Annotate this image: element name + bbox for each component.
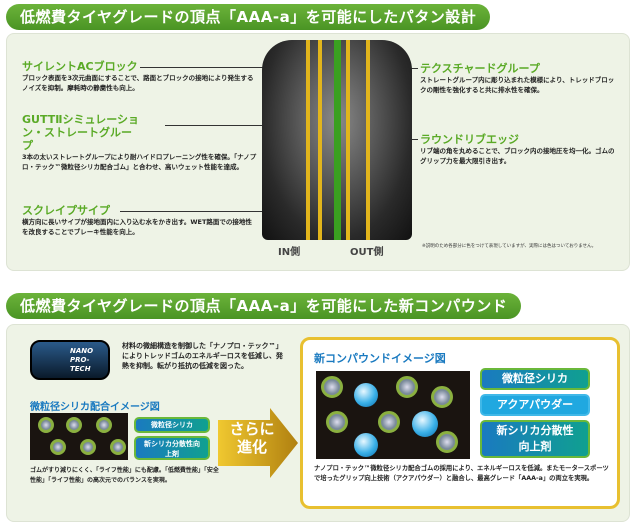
feature-title: テクスチャードグループ — [420, 62, 540, 75]
feature-desc: ストレートグループ内に彫り込まれた模様により、トレッドブロックの剛性を強化すると… — [420, 76, 615, 94]
feature-round-rib-edge: ラウンドリブエッジ リブ端の角を丸めることで、ブロック内の接地圧を均一化。ゴムの… — [420, 133, 620, 166]
tag-silica-dispersant-new: 新シリカ分散性向上剤 — [480, 420, 590, 458]
tag-silica-dispersant: 新シリカ分散性向上剤 — [134, 436, 210, 460]
tag-fine-silica: 微粒径シリカ — [134, 417, 210, 433]
tag-aqua-powder: アクアパウダー — [480, 394, 590, 416]
in-side-label: IN側 — [278, 247, 301, 258]
feature-scrape-sipe: スクレイプサイプ 横方向に長いサイプが接地面内に入り込む水をかき出す。WET路面… — [22, 204, 257, 237]
evolution-label: さらに進化 — [229, 420, 275, 456]
feature-desc: ブロック表面を3次元曲面にすることで、路面とブロックの接地により発生するノイズを… — [22, 74, 254, 92]
feature-title: GUTTⅡシミュレーション・ストレートグループ — [22, 113, 140, 152]
feature-desc: 3本の太いストレートグループにより耐ハイドロプレーニング性を確保。「ナノプロ・テ… — [22, 153, 257, 171]
old-compound-title: 微粒径シリカ配合イメージ図 — [30, 402, 160, 413]
old-compound-image — [30, 413, 128, 460]
out-side-label: OUT側 — [350, 247, 384, 258]
section1-title: 低燃費タイヤグレードの頂点「AAA-a」を可能にしたパタン設計 — [6, 4, 491, 30]
tag-fine-silica-new: 微粒径シリカ — [480, 368, 590, 390]
feature-title: ラウンドリブエッジ — [420, 133, 519, 146]
note: ※説明のため各部分に色をつけて表現していますが、実際には色はついておりません。 — [422, 244, 597, 249]
feature-title: スクレイプサイプ — [22, 204, 110, 217]
feature-desc: リブ端の角を丸めることで、ブロック内の接地圧を均一化。ゴムのグリップ力を最大限引… — [420, 147, 615, 165]
old-compound-desc: ゴムがすり減りにくく、「ライフ性能」にも配慮。「低燃費性能」「安全性能」「ライフ… — [30, 467, 219, 484]
intro-text: 材料の微細構造を制御した「ナノプロ・テック™」によりトレッドゴムのエネルギーロス… — [122, 342, 283, 370]
new-compound-desc: ナノプロ・テック™微粒径シリカ配合ゴムの採用により、エネルギーロスを低減。またモ… — [314, 465, 609, 482]
feature-gutt: GUTTⅡシミュレーション・ストレートグループ 3本の太いストレートグループによ… — [22, 113, 257, 172]
feature-desc: 横方向に長いサイプが接地面内に入り込む水をかき出す。WET路面での接地性を改良す… — [22, 218, 252, 236]
evolution-arrow-icon — [218, 408, 298, 478]
feature-title: サイレントACブロック — [22, 60, 138, 73]
new-compound-title: 新コンパウンドイメージ図 — [314, 352, 446, 365]
new-compound-image — [316, 371, 470, 459]
tire-image — [262, 40, 412, 240]
section2-title: 低燃費タイヤグレードの頂点「AAA-a」を可能にした新コンパウンド — [6, 293, 522, 319]
feature-textured-groove: テクスチャードグループ ストレートグループ内に彫り込まれた模様により、トレッドブ… — [420, 62, 620, 95]
feature-silent-ac: サイレントACブロック ブロック表面を3次元曲面にすることで、路面とブロックの接… — [22, 60, 257, 93]
